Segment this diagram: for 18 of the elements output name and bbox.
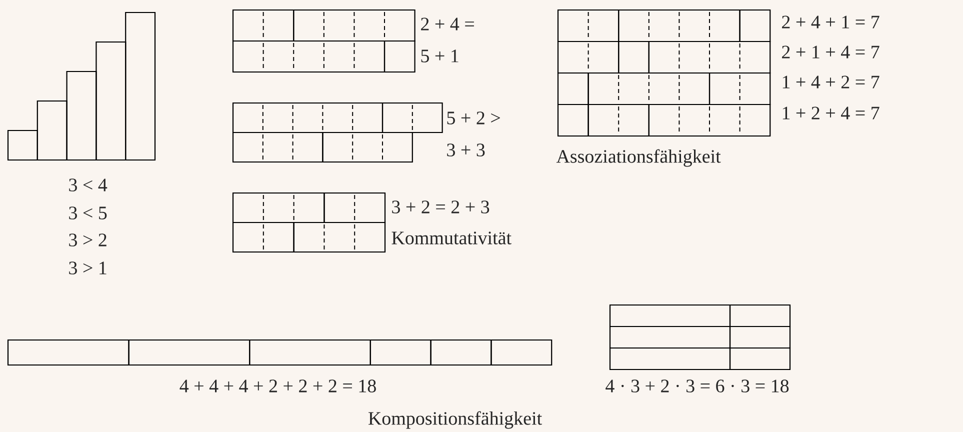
equation-label: 3 + 2 = 2 + 3 <box>392 200 490 214</box>
equation-label: 1 + 4 + 2 = 7 <box>782 76 880 88</box>
equation-label: 3 > 1 <box>69 262 106 274</box>
caption-label: Kompositionsfähigkeit <box>368 411 542 429</box>
equation-label: 1 + 2 + 4 = 7 <box>782 106 880 120</box>
equation-label: 5 + 2 > <box>447 112 500 124</box>
equation-label: 5 + 1 <box>421 50 458 62</box>
equation-label: 3 < 5 <box>69 206 107 220</box>
equation-label: 2 + 4 = <box>421 18 474 30</box>
equation-label: 2 + 4 + 1 = 7 <box>782 16 880 28</box>
equation-label: 3 + 3 <box>447 144 485 156</box>
equation-label: 4 · 3 + 2 · 3 = 6 · 3 = 18 <box>606 380 789 392</box>
equation-label: 2 + 1 + 4 = 7 <box>782 46 880 58</box>
equation-label: 3 < 4 <box>69 178 108 192</box>
equation-label: 3 > 2 <box>69 234 106 246</box>
caption-label: Assoziationsfähigkeit <box>556 149 721 167</box>
caption-label: Kommutativität <box>392 232 512 244</box>
equation-label: 4 + 4 + 4 + 2 + 2 + 2 = 18 <box>180 380 376 392</box>
